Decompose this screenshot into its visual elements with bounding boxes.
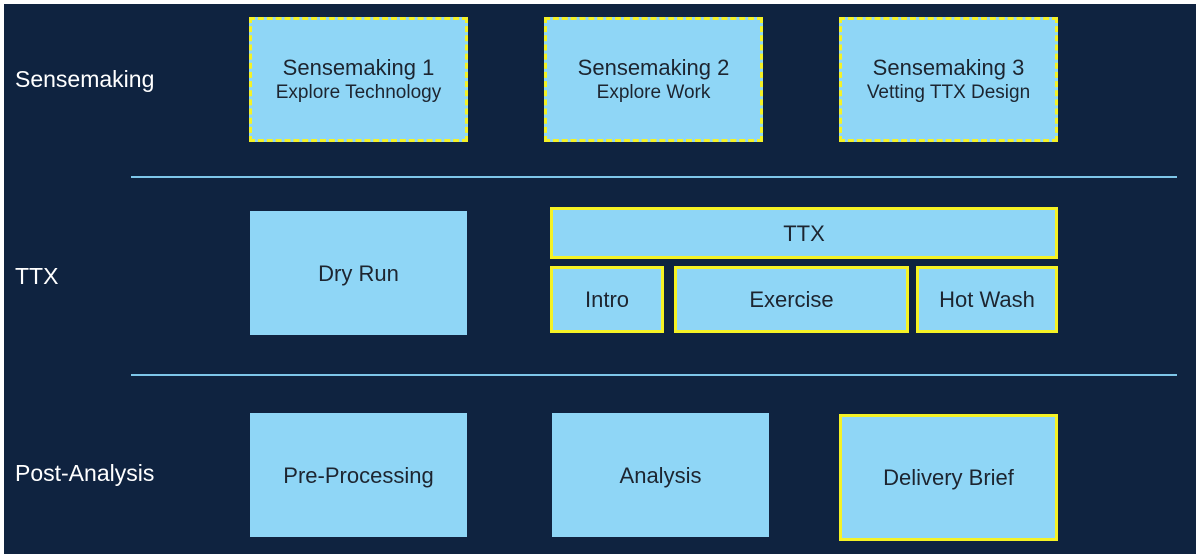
- pre-processing-box: Pre-Processing: [250, 413, 467, 537]
- diagram-canvas: Sensemaking TTX Post-Analysis Sensemakin…: [4, 4, 1196, 554]
- sensemaking-2-subtitle: Explore Work: [596, 82, 711, 103]
- row-label-sensemaking: Sensemaking: [15, 66, 155, 92]
- hot-wash-box: Hot Wash: [916, 266, 1058, 333]
- row-label-ttx: TTX: [15, 263, 59, 289]
- intro-box: Intro: [550, 266, 664, 333]
- dry-run-box: Dry Run: [250, 211, 467, 335]
- sensemaking-2-title: Sensemaking 2: [577, 55, 730, 80]
- ttx-header-label: TTX: [783, 220, 825, 246]
- dry-run-label: Dry Run: [318, 260, 399, 286]
- exercise-box: Exercise: [674, 266, 909, 333]
- sensemaking-3-subtitle: Vetting TTX Design: [866, 82, 1031, 103]
- delivery-brief-box: Delivery Brief: [839, 414, 1058, 541]
- row-divider-top: [131, 176, 1177, 178]
- ttx-header-box: TTX: [550, 207, 1058, 259]
- analysis-box: Analysis: [552, 413, 769, 537]
- pre-processing-label: Pre-Processing: [283, 462, 434, 488]
- analysis-label: Analysis: [619, 462, 702, 488]
- row-divider-bottom: [131, 374, 1177, 376]
- sensemaking-1-box: Sensemaking 1 Explore Technology: [249, 17, 468, 142]
- intro-label: Intro: [584, 287, 630, 312]
- sensemaking-3-box: Sensemaking 3 Vetting TTX Design: [839, 17, 1058, 142]
- exercise-label: Exercise: [749, 287, 834, 312]
- row-label-post-analysis: Post-Analysis: [15, 460, 155, 486]
- sensemaking-1-title: Sensemaking 1: [282, 55, 435, 80]
- sensemaking-3-title: Sensemaking 3: [872, 55, 1025, 80]
- delivery-brief-label: Delivery Brief: [883, 465, 1014, 490]
- hot-wash-label: Hot Wash: [939, 287, 1035, 312]
- sensemaking-1-subtitle: Explore Technology: [275, 82, 442, 103]
- sensemaking-2-box: Sensemaking 2 Explore Work: [544, 17, 763, 142]
